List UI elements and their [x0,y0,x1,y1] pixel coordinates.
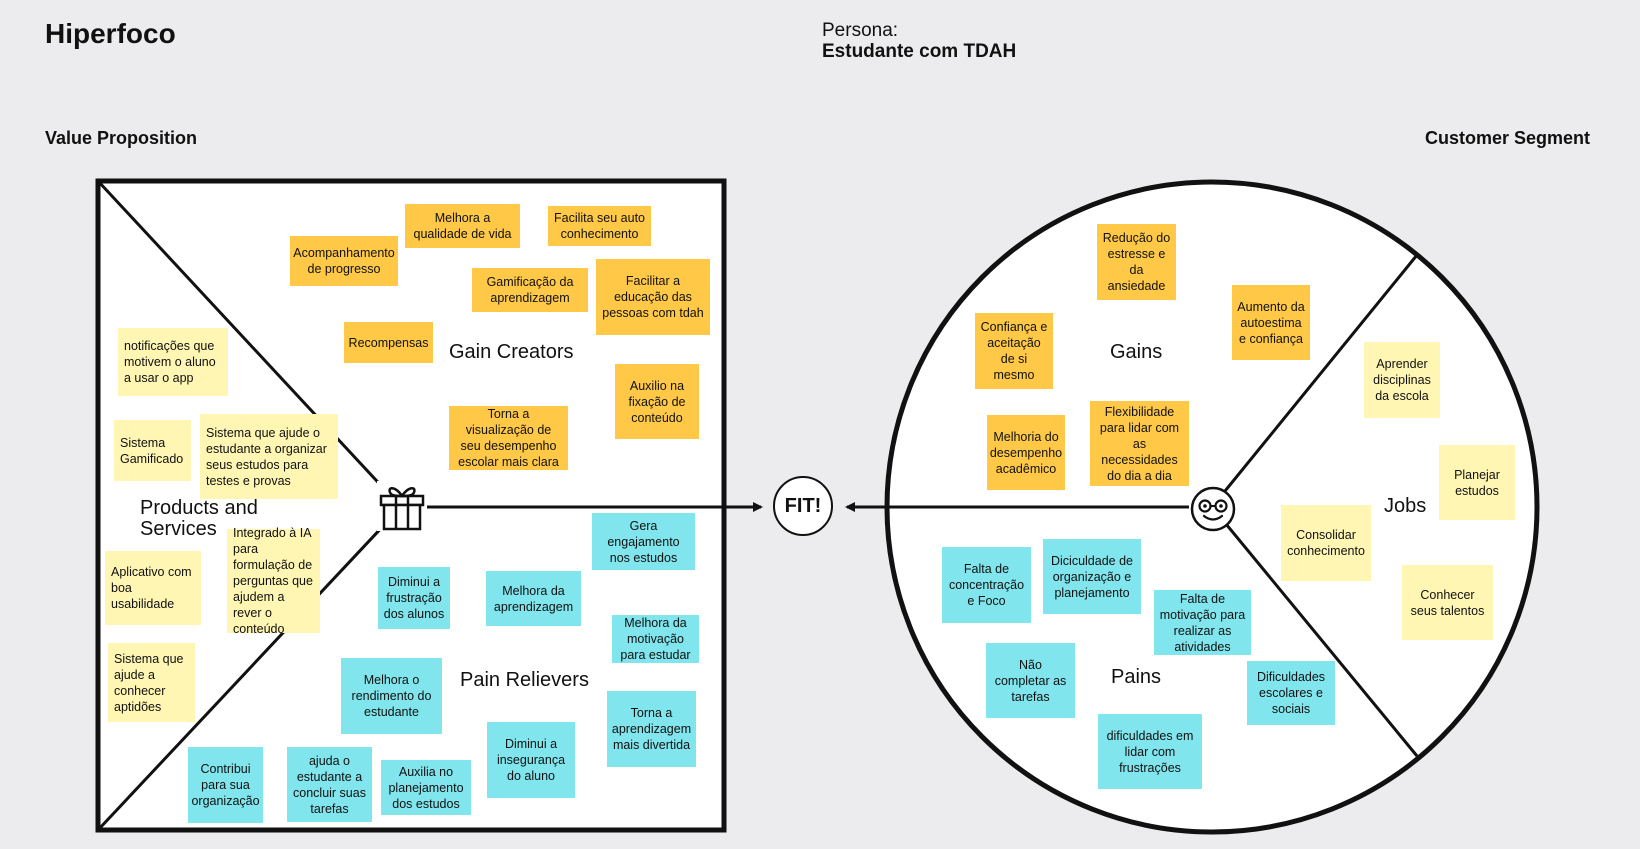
sticky-note[interactable]: Sistema Gamificado [114,420,191,481]
customer-segment-heading: Customer Segment [1424,128,1590,148]
sticky-note[interactable]: Diciculdade de organização e planejament… [1043,539,1141,614]
sticky-note[interactable]: Planejar estudos [1439,445,1515,520]
sticky-note[interactable]: Aprender disciplinas da escola [1364,342,1440,418]
sticky-note[interactable]: ajuda o estudante a concluir suas tarefa… [287,747,372,822]
sticky-note[interactable]: Facilita seu auto conhecimento [548,206,651,246]
sticky-note[interactable]: Acompanhamento de progresso [290,236,398,286]
value-proposition-heading: Value Proposition [45,128,198,148]
sticky-note[interactable]: Confiança e aceitação de si mesmo [975,313,1053,389]
sticky-note[interactable]: Torna a visualização de seu desempenho e… [449,406,568,470]
sticky-note[interactable]: Sistema que ajude o estudante a organiza… [200,414,338,499]
sticky-note[interactable]: Redução do estresse e da ansiedade [1097,224,1176,300]
sticky-note[interactable]: Facilitar a educação das pessoas com tda… [596,259,710,335]
persona-label: Persona: [822,20,899,41]
sticky-note[interactable]: Não completar as tarefas [986,643,1075,718]
sticky-note[interactable]: Sistema que ajude a conhecer aptidões [108,643,195,722]
circle-divider-top [1210,254,1419,508]
sticky-note[interactable]: Dificuldades escolares e sociais [1247,661,1335,725]
square-diagonal-bottom [96,505,403,832]
sticky-note[interactable]: Gamificação da aprendizagem [472,268,588,312]
pains-label: Pains [1111,666,1162,688]
sticky-note[interactable]: Integrado à IA para formulação de pergun… [227,526,320,636]
sticky-note[interactable]: Melhora da aprendizagem [486,571,581,626]
sticky-note[interactable]: Gera engajamento nos estudos [592,513,695,570]
square-diagonal-top [96,179,403,509]
sticky-note[interactable]: Melhora a qualidade de vida [405,204,520,248]
sticky-note[interactable]: notificações que motivem o aluno a usar … [118,328,228,396]
jobs-label: Jobs [1384,495,1427,517]
smiley-glasses-icon [1189,485,1237,533]
sticky-note[interactable]: Consolidar conhecimento [1281,505,1371,581]
sticky-note[interactable]: Falta de concentração e Foco [942,547,1031,623]
gift-icon [377,481,427,531]
sticky-note[interactable]: Melhora o rendimento do estudante [341,658,442,734]
sticky-note[interactable]: Contribui para sua organização [188,747,263,823]
sticky-note[interactable]: Recompensas [344,322,433,363]
pain-relievers-label: Pain Relievers [460,669,589,691]
sticky-note[interactable]: Torna a aprendizagem mais divertida [607,691,696,767]
products-services-label: Products and Services [140,497,258,540]
sticky-note[interactable]: Conhecer seus talentos [1402,565,1493,640]
sticky-note[interactable]: Aplicativo com boa usabilidade [105,551,201,625]
gain-creators-label: Gain Creators [449,341,574,363]
sticky-note[interactable]: dificuldades em lidar com frustrações [1098,714,1202,789]
sticky-note[interactable]: Diminui a frustração dos alunos [378,567,450,629]
fit-badge: FIT! [773,476,833,536]
sticky-note[interactable]: Diminui a insegurança do aluno [487,722,575,798]
sticky-note[interactable]: Falta de motivação para realizar as ativ… [1154,590,1251,655]
sticky-note[interactable]: Melhora da motivação para estudar [612,615,699,663]
circle-divider-bottom [1210,506,1419,757]
sticky-note[interactable]: Flexibilidade para lidar com as necessid… [1090,401,1189,486]
sticky-note[interactable]: Melhoria do desempenho acadêmico [987,415,1065,490]
sticky-note[interactable]: Aumento da autoestima e confiança [1232,285,1310,360]
sticky-note[interactable]: Auxilia no planejamento dos estudos [381,760,471,815]
gains-label: Gains [1110,341,1163,363]
persona-name: Estudante com TDAH [822,41,1017,62]
sticky-note[interactable]: Auxilio na fixação de conteúdo [615,364,699,439]
board-title: Hiperfoco [45,18,176,49]
